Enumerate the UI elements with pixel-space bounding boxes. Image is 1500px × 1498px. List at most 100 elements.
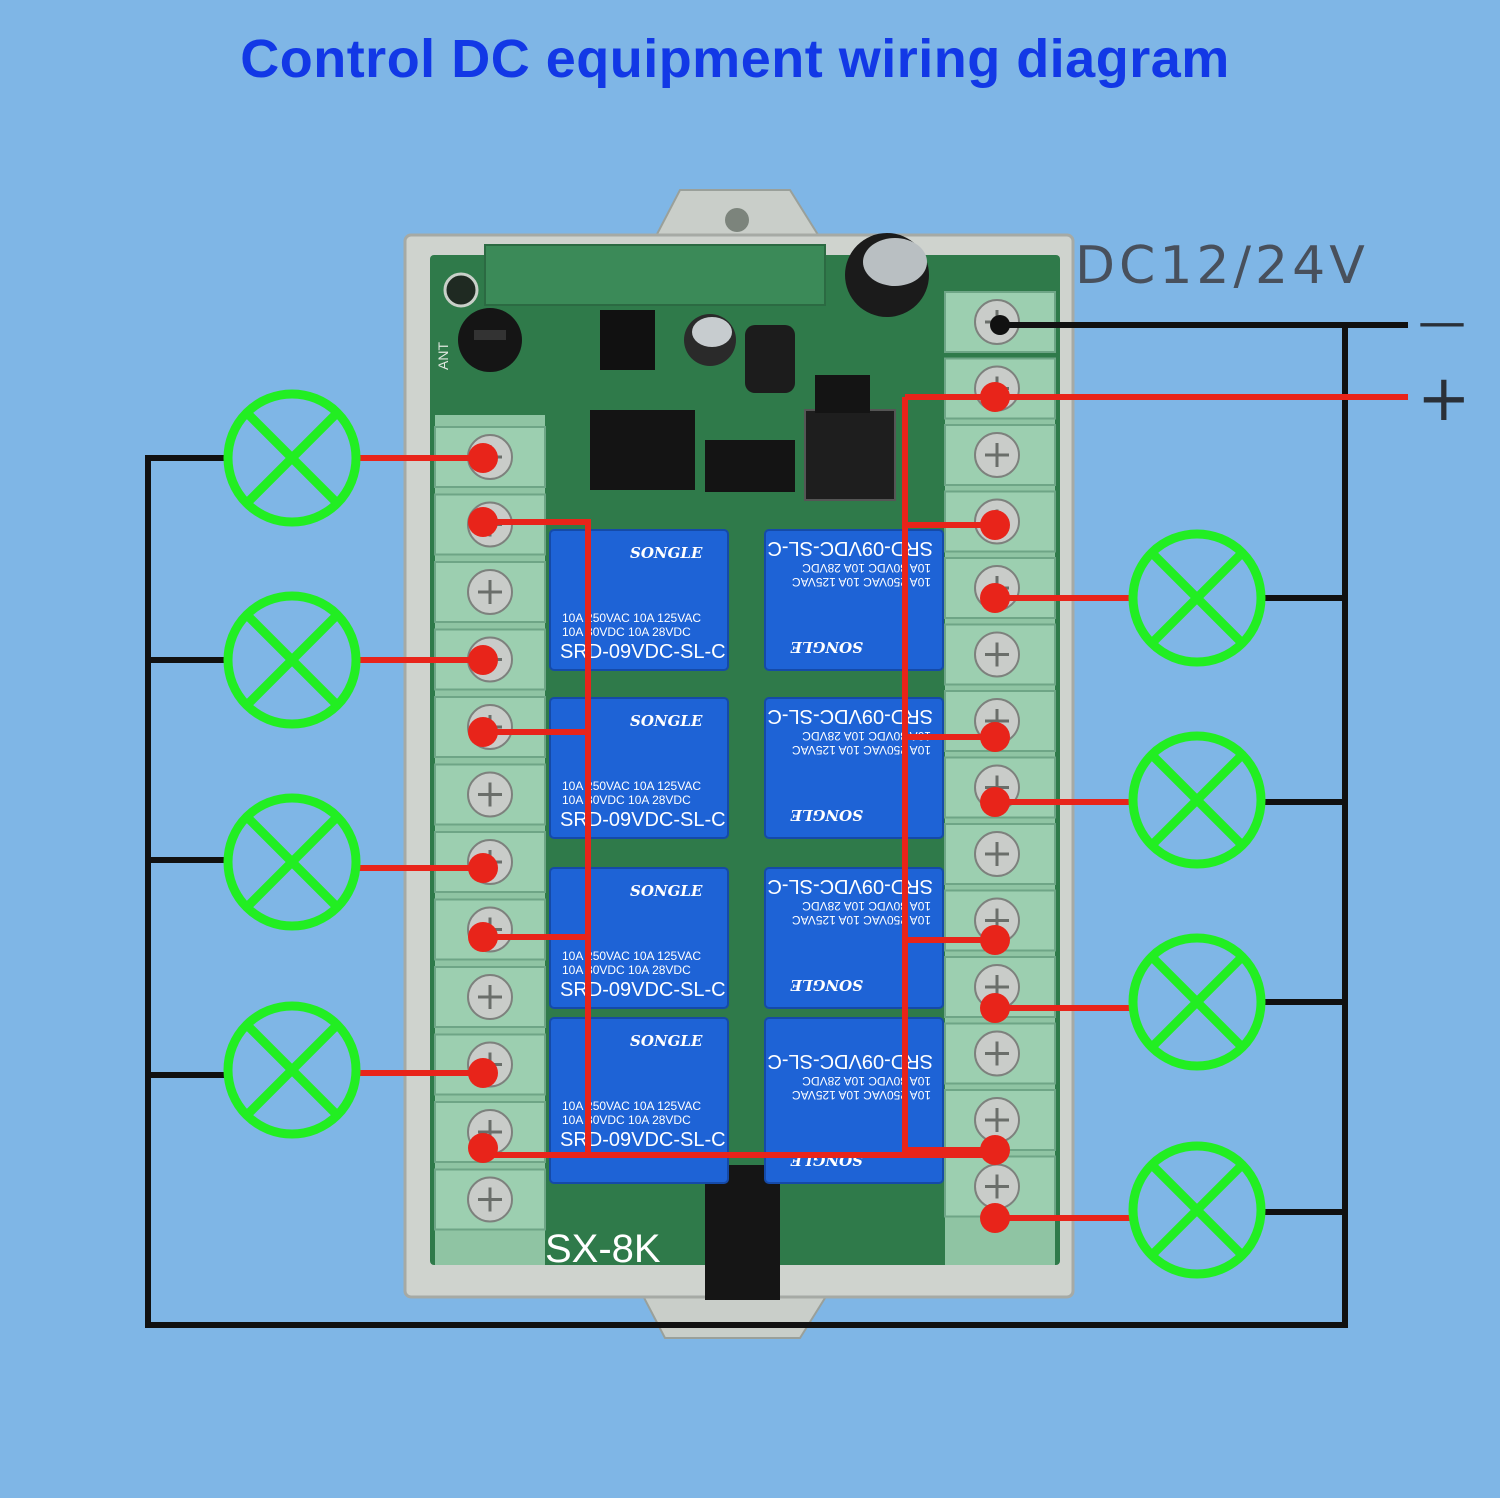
terminal-connection-dot — [468, 507, 498, 537]
relay-model: SRD-09VDC-SL-C — [560, 1129, 726, 1151]
screw-slot-icon — [478, 782, 502, 807]
receiver-module — [484, 244, 826, 306]
screw-slot-icon — [985, 642, 1009, 667]
relay-model: SRD-09VDC-SL-C — [560, 809, 726, 831]
relay-body — [549, 529, 729, 671]
board-model-label: SX-8K — [545, 1227, 661, 1271]
lamp-icon — [1128, 933, 1266, 1071]
ic-chip-1 — [590, 410, 695, 490]
relay-rating-b: 10A 30VDC 10A 28VDC — [802, 1074, 931, 1088]
relay-rating-b: 10A 30VDC 10A 28VDC — [802, 729, 931, 743]
terminal-connection-dot — [980, 1135, 1010, 1165]
screw-slot-icon — [478, 985, 502, 1009]
terminal-connection-dot — [468, 443, 498, 473]
screw-slot-icon — [985, 1174, 1009, 1199]
capacitor-small-top — [692, 317, 732, 347]
screw-slot-icon — [985, 842, 1009, 866]
right-terminal-block — [944, 291, 1056, 1265]
lamp-icon — [223, 793, 361, 931]
power-jack — [705, 1165, 780, 1300]
terminal-connection-dot — [980, 722, 1010, 752]
relay-rating-a: 10A 250VAC 10A 125VAC — [562, 1099, 701, 1113]
screw-slot-icon — [478, 1187, 502, 1212]
terminal-connection-dot — [468, 922, 498, 952]
wired-terminal-dots — [468, 382, 1010, 1233]
relay-model: SRD-09VDC-SL-C — [767, 537, 933, 559]
lamp-icon — [1128, 1141, 1266, 1279]
power-voltage-label: DC12/24V — [1075, 236, 1369, 296]
relay-body — [764, 529, 944, 671]
relay-rating-b: 10A 30VDC 10A 28VDC — [802, 899, 931, 913]
inductor — [745, 325, 795, 393]
relay-model: SRD-09VDC-SL-C — [767, 875, 933, 897]
relay-brand: SONGLE — [630, 712, 703, 730]
relay-rating-b: 10A 30VDC 10A 28VDC — [562, 793, 691, 807]
terminal-connection-dot — [980, 1203, 1010, 1233]
relay-brand: SONGLE — [790, 638, 863, 656]
screw-slot-icon — [985, 1108, 1009, 1132]
ic-chip-4 — [815, 375, 870, 413]
relay-rating-a: 10A 250VAC 10A 125VAC — [562, 611, 701, 625]
lamp-icon — [223, 1001, 361, 1139]
ic-chip-2 — [705, 440, 795, 492]
relay-rating-b: 10A 30VDC 10A 28VDC — [562, 963, 691, 977]
terminal-connection-dot — [980, 382, 1010, 412]
pcb-mount-hole — [443, 272, 479, 308]
relay-model: SRD-09VDC-SL-C — [767, 1050, 933, 1072]
relay-model: SRD-09VDC-SL-C — [767, 705, 933, 727]
relay-body — [764, 697, 944, 839]
terminal-connection-dot — [468, 645, 498, 675]
terminal-connection-dot — [980, 925, 1010, 955]
lamp-icon — [1128, 529, 1266, 667]
relay-rating-b: 10A 30VDC 10A 28VDC — [802, 561, 931, 575]
terminal-connection-dot — [980, 993, 1010, 1023]
relay-rating-b: 10A 30VDC 10A 28VDC — [562, 1113, 691, 1127]
relay-rating-a: 10A 250VAC 10A 125VAC — [792, 1088, 931, 1102]
relay-body — [549, 697, 729, 839]
relay-rating-a: 10A 250VAC 10A 125VAC — [562, 949, 701, 963]
lamp-symbols — [223, 389, 1266, 1279]
negative-wiring — [145, 322, 1408, 1328]
terminal-connection-dot — [468, 1133, 498, 1163]
screw-slot-icon — [985, 1041, 1009, 1066]
diagram-title: Control DC equipment wiring diagram — [240, 29, 1230, 89]
relay-rating-a: 10A 250VAC 10A 125VAC — [562, 779, 701, 793]
terminal-connection-dot — [468, 1058, 498, 1088]
relay-rating-b: 10A 30VDC 10A 28VDC — [562, 625, 691, 639]
positive-crossover — [483, 519, 995, 1158]
screw-slot-icon — [478, 580, 502, 604]
lamp-icon — [223, 389, 361, 527]
relay-body — [549, 1017, 729, 1184]
relay-rating-a: 10A 250VAC 10A 125VAC — [792, 913, 931, 927]
terminal-connection-dot — [468, 853, 498, 883]
relay-brand: SONGLE — [630, 1032, 703, 1050]
power-positive-symbol: + — [1417, 362, 1471, 436]
voltage-regulator — [600, 310, 655, 370]
power-negative-symbol: — — [1418, 294, 1466, 350]
relay-model: SRD-09VDC-SL-C — [560, 641, 726, 663]
lamp-icon — [223, 591, 361, 729]
relay-rating-a: 10A 250VAC 10A 125VAC — [792, 575, 931, 589]
terminal-connection-dot — [980, 510, 1010, 540]
negative-terminal-dot — [990, 315, 1010, 335]
relay-brand: SONGLE — [790, 976, 863, 994]
positive-bus-right — [902, 397, 995, 1153]
relay-body — [764, 1017, 944, 1184]
negative-bus-left — [145, 322, 1348, 1328]
terminal-connection-dot — [980, 583, 1010, 613]
terminal-connection-dot — [468, 717, 498, 747]
relay-brand: SONGLE — [790, 806, 863, 824]
potentiometer-slot — [474, 330, 506, 340]
ic-chip-3 — [804, 409, 896, 501]
terminal-connection-dot — [980, 787, 1010, 817]
